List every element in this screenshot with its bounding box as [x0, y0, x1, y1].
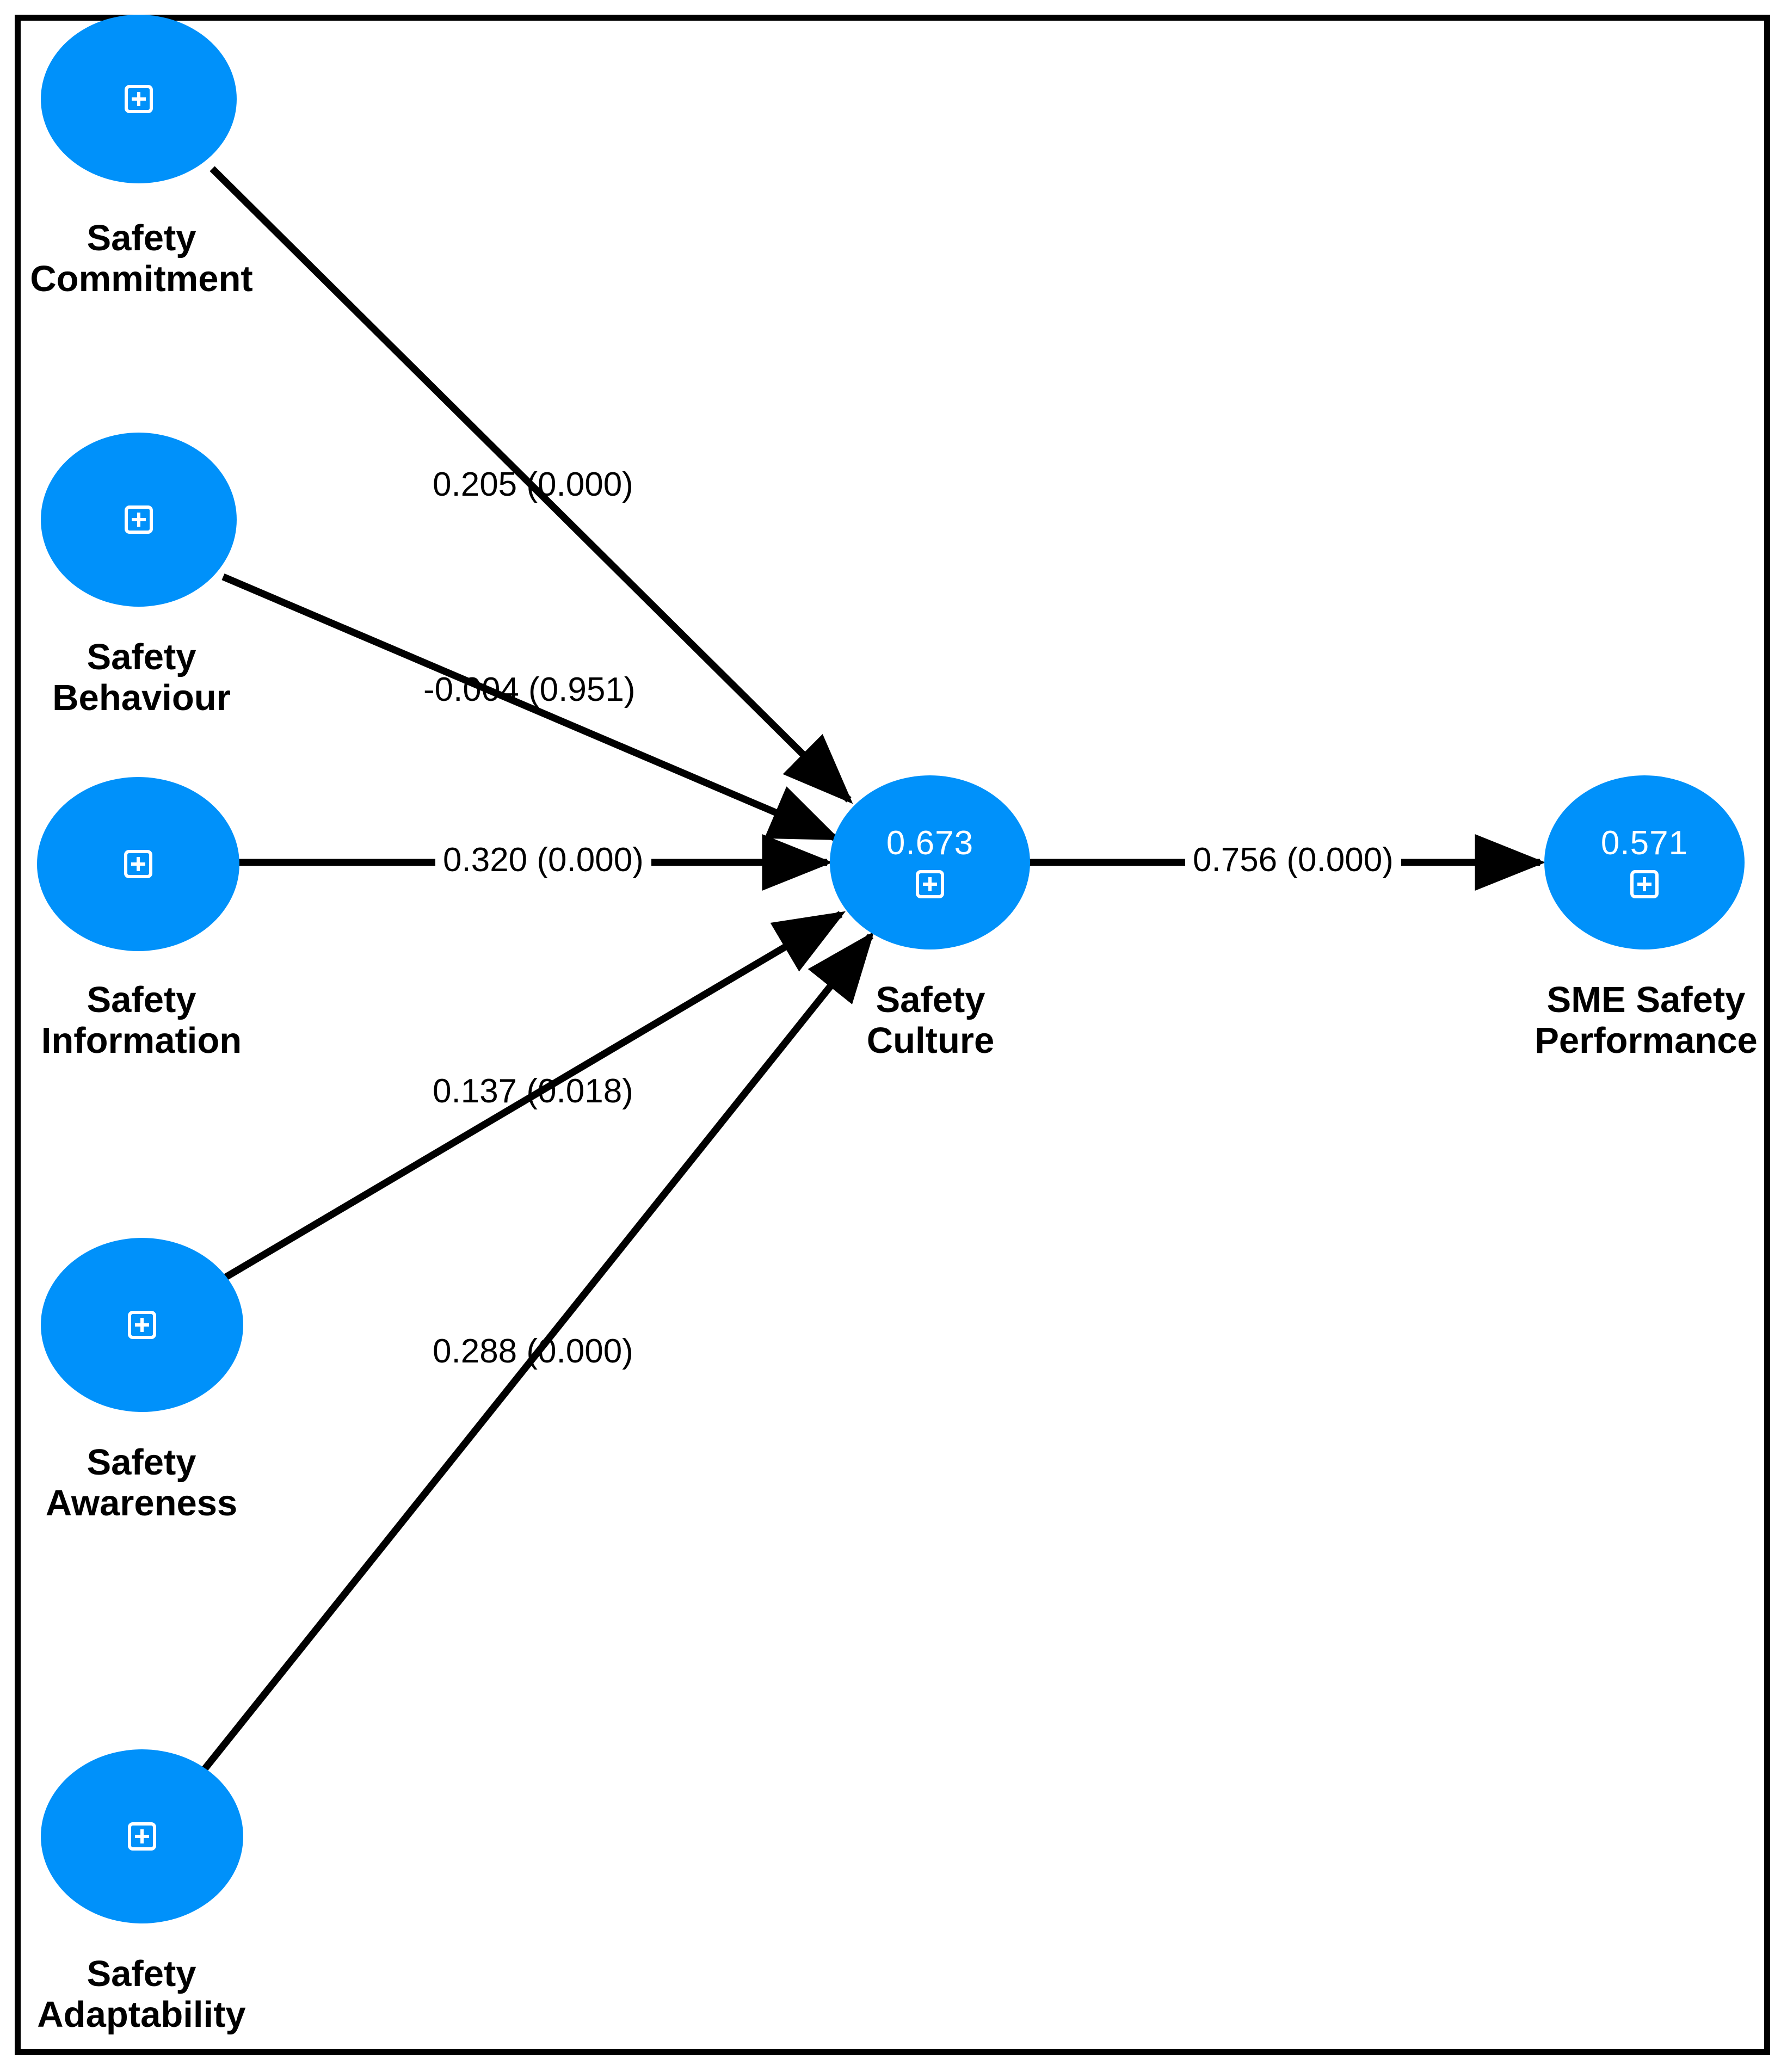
expand-plus-icon[interactable]: [124, 850, 152, 878]
node-safety-awareness[interactable]: [41, 1238, 243, 1412]
expand-plus-icon[interactable]: [125, 505, 153, 534]
node-label-safety-adaptability: Safety Adaptability: [37, 1953, 246, 2036]
path-label-information-to-culture: 0.320 (0.000): [435, 841, 651, 879]
expand-plus-icon[interactable]: [128, 1311, 156, 1339]
node-label-sme-safety-performance: SME Safety Performance: [1535, 979, 1758, 1062]
node-label-safety-behaviour: Safety Behaviour: [52, 637, 231, 719]
node-label-safety-awareness: Safety Awareness: [45, 1442, 238, 1524]
expand-plus-icon[interactable]: [125, 85, 153, 113]
expand-plus-icon[interactable]: [1630, 870, 1659, 898]
node-sme-safety-performance[interactable]: 0.571: [1544, 775, 1745, 949]
path-label-awareness-to-culture: 0.137 (0.018): [433, 1072, 633, 1110]
node-safety-culture[interactable]: 0.673: [830, 775, 1030, 949]
path-label-behaviour-to-culture: -0.004 (0.951): [423, 671, 636, 708]
path-label-commitment-to-culture: 0.205 (0.000): [433, 466, 633, 503]
node-safety-behaviour[interactable]: [41, 433, 237, 607]
node-label-safety-commitment: Safety Commitment: [30, 218, 253, 300]
expand-plus-icon[interactable]: [916, 870, 944, 898]
node-safety-information[interactable]: [37, 777, 239, 951]
node-label-safety-information: Safety Information: [41, 979, 242, 1062]
node-label-safety-culture: Safety Culture: [866, 979, 995, 1062]
path-label-adaptability-to-culture: 0.288 (0.000): [433, 1333, 633, 1370]
node-safety-commitment[interactable]: [41, 15, 237, 183]
expand-plus-icon[interactable]: [128, 1822, 156, 1851]
r-squared-value: 0.673: [886, 824, 974, 862]
path-label-culture-to-performance: 0.756 (0.000): [1185, 841, 1401, 879]
node-safety-adaptability[interactable]: [41, 1749, 243, 1923]
r-squared-value: 0.571: [1600, 824, 1689, 862]
